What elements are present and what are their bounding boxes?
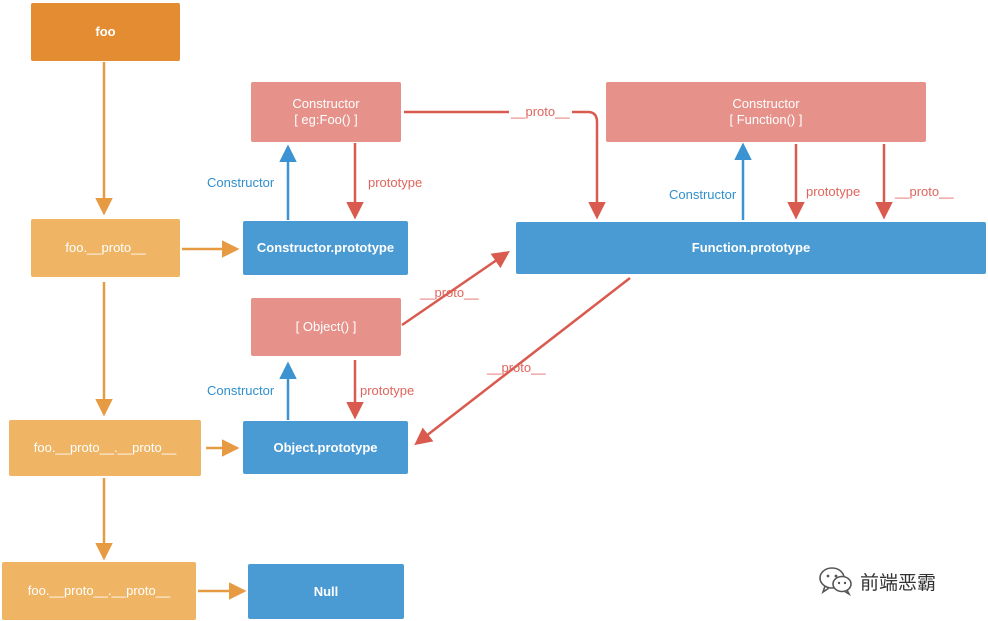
label-prototype-2: prototype [360,383,415,398]
node-function-prototype: Function.prototype [516,222,986,274]
node-foo-proto-proto: foo.__proto__.__proto__ [9,420,201,476]
arrow-object-ctor-proto-to-function-prototype [401,251,510,327]
constructor-function-title: Constructor [732,96,800,111]
watermark: 前端恶霸 [818,566,936,596]
constructor-foo-title: Constructor [292,96,360,111]
node-object-prototype: Object.prototype [243,421,408,474]
node-object-ctor: [ Object() ] [251,298,401,356]
arrow-constructor-proto-to-function-prototype [404,110,606,220]
node-constructor-foo: Constructor [ eg:Foo() ] [251,82,401,142]
node-foo: foo [31,3,180,61]
watermark-text: 前端恶霸 [860,571,937,594]
label-proto-top: __proto__ [509,104,572,119]
label-constructor-2: Constructor [207,383,275,398]
node-null: Null [248,564,404,619]
wechat-icon [819,567,852,596]
label-prototype-3: prototype [806,184,861,199]
constructor-foo-subtitle: [ eg:Foo() ] [294,112,358,127]
node-constructor-prototype: Constructor.prototype [243,221,408,275]
node-foo-proto-proto-proto: foo.__proto__.__proto__ [2,562,196,620]
constructor-function-subtitle: [ Function() ] [729,112,803,127]
node-foo-proto: foo.__proto__ [31,219,180,277]
label-prototype-1: prototype [368,175,423,190]
label-constructor-1: Constructor [207,175,275,190]
label-proto-function: __proto__ [895,184,954,199]
label-proto-object-ctor: __proto__ [420,285,479,300]
label-proto-function-to-object: __proto__ [487,360,546,375]
node-constructor-function: Constructor [ Function() ] [606,82,926,142]
label-constructor-3: Constructor [669,187,737,202]
arrow-function-prototype-proto-to-object-prototype [414,277,631,446]
